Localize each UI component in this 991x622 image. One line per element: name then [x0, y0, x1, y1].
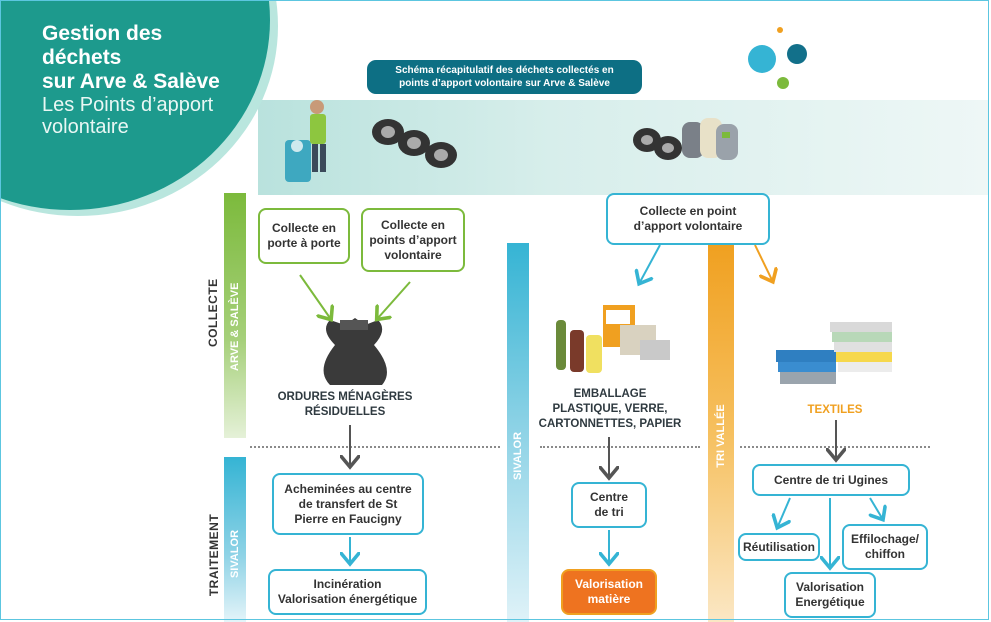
om-line: RÉSIDUELLES	[304, 406, 386, 418]
arrow-point-to-textiles	[754, 244, 772, 280]
container-barrels-right	[633, 118, 738, 160]
arrow-porte-to-bag	[299, 274, 330, 318]
textiles-caption: TEXTILES	[807, 404, 863, 416]
packaging-illustration	[556, 305, 670, 373]
worker-illustration	[285, 100, 326, 182]
sivalor-left-bar	[224, 457, 246, 622]
collecte-apport-box: Collecte en points d’apport volontaire	[361, 208, 465, 272]
incineration-line: Incinération	[313, 577, 382, 591]
summary-line: points d’apport volontaire sur Arve & Sa…	[399, 78, 610, 89]
valorisation-matiere-box: Valorisation matière	[561, 569, 657, 615]
header-illustration-band	[258, 100, 988, 195]
centre-ugines-label: Centre de tri Ugines	[773, 472, 889, 487]
arrow-ugines-to-reutilisation	[778, 497, 790, 526]
logo-dot-teal	[787, 44, 807, 64]
collecte-point-apport-label: Collecte en point d’apport volontaire	[633, 204, 743, 233]
reutilisation-box: Réutilisation	[738, 533, 820, 561]
textiles-illustration	[776, 322, 892, 384]
garbage-bag-illustration	[323, 318, 387, 385]
incineration-line: Valorisation énergétique	[277, 592, 418, 606]
logo-dot-green	[777, 77, 789, 89]
collecte-apport-label: Collecte en points d’apport volontaire	[369, 217, 457, 262]
valorisation-energetique-box: Valorisation Energétique	[784, 572, 876, 618]
acheminees-box: Acheminées au centre de transfert de St …	[272, 473, 424, 535]
arrow-apport-to-bag	[378, 281, 411, 318]
centre-ugines-box: Centre de tri Ugines	[752, 464, 910, 496]
page-title: Gestion des déchets sur Arve & Salève Le…	[42, 22, 262, 138]
title-line: déchets	[42, 46, 122, 69]
summary-line: Schéma récapitulatif des déchets collect…	[395, 65, 614, 76]
separator-mid	[540, 446, 700, 448]
effilochage-label: Effilochage/ chiffon	[850, 532, 919, 561]
emballage-line: PLASTIQUE, VERRE,	[552, 403, 668, 415]
valorisation-energetique-label: Valorisation Energétique	[795, 580, 865, 609]
centre-tri-label: Centre de tri	[589, 490, 628, 519]
sivalor-mid-bar	[507, 243, 529, 622]
om-caption: ORDURES MÉNAGÈRES RÉSIDUELLES	[270, 390, 420, 420]
arrow-point-to-packaging	[640, 244, 661, 282]
collecte-porte-box: Collecte en porte à porte	[258, 208, 350, 264]
tri-vallee-bar	[708, 243, 734, 622]
container-barrels-left	[372, 119, 457, 168]
collecte-porte-label: Collecte en porte à porte	[267, 221, 341, 250]
effilochage-box: Effilochage/ chiffon	[842, 524, 928, 570]
incineration-box: Incinération Valorisation énergétique	[268, 569, 427, 615]
collecte-point-apport-box: Collecte en point d’apport volontaire	[606, 193, 770, 245]
separator-left	[250, 446, 500, 448]
logo-dot-orange	[777, 27, 783, 33]
summary-banner: Schéma récapitulatif des déchets collect…	[367, 60, 642, 94]
subtitle-line: Les Points d’apport	[42, 94, 214, 116]
om-line: ORDURES MÉNAGÈRES	[277, 391, 413, 403]
emballage-line: CARTONNETTES, PAPIER	[538, 418, 682, 430]
logo-dot-cyan	[748, 45, 776, 73]
incineration-label: Incinération Valorisation énergétique	[278, 577, 417, 607]
title-line: sur Arve & Salève	[42, 70, 220, 93]
reutilisation-label: Réutilisation	[742, 539, 815, 554]
title-line: Gestion des	[42, 22, 163, 45]
arve-saleve-bar	[224, 193, 246, 438]
subtitle-line: volontaire	[42, 116, 129, 138]
valorisation-matiere-label: Valorisation matière	[574, 577, 644, 606]
emballage-caption: EMBALLAGE PLASTIQUE, VERRE, CARTONNETTES…	[535, 387, 685, 432]
acheminees-label: Acheminées au centre de transfert de St …	[284, 481, 412, 526]
arrow-ugines-to-effilochage	[870, 497, 882, 518]
emballage-line: EMBALLAGE	[573, 388, 647, 400]
centre-tri-box: Centre de tri	[571, 482, 647, 528]
